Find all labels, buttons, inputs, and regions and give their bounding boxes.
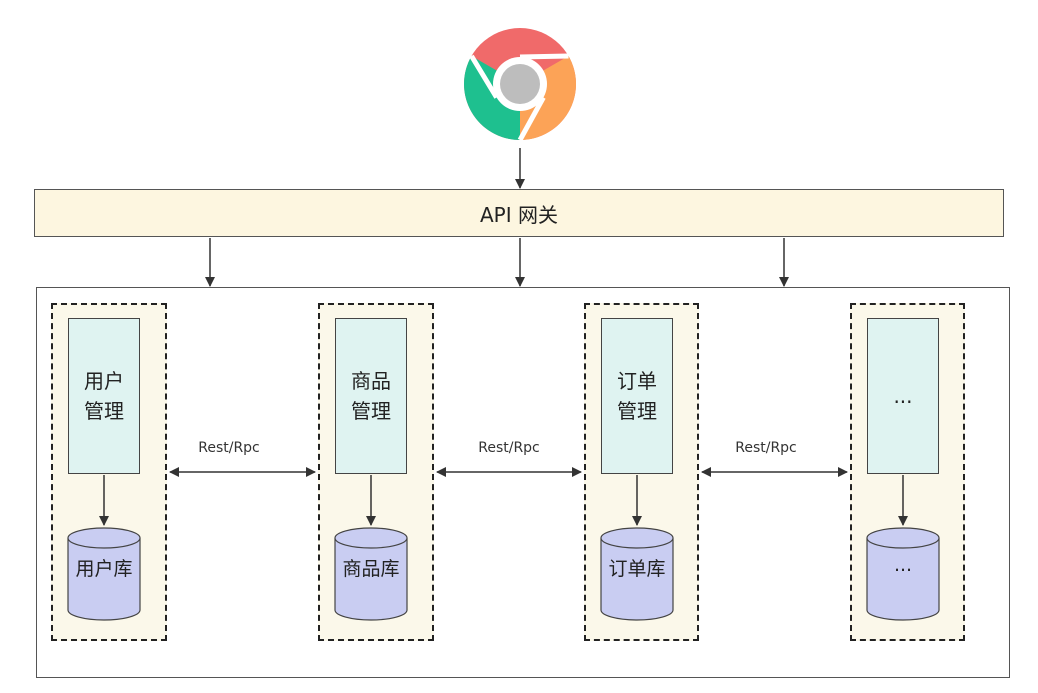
api-gateway: API 网关 [34,189,1004,237]
more-service: ... [867,318,939,474]
more-database [866,527,940,621]
product-service: 商品 管理 [335,318,407,474]
api-gateway-label: API 网关 [480,202,558,227]
product-database-label: 商品库 [342,558,400,580]
services-container [36,287,1010,678]
user-database-label: 用户库 [75,558,133,580]
rest-rpc-label-2: Rest/Rpc [478,440,540,456]
rest-rpc-label-3: Rest/Rpc [735,440,797,456]
user-database [67,527,141,621]
order-service: 订单 管理 [601,318,673,474]
order-database-label: 订单库 [608,558,666,580]
user-service: 用户 管理 [68,318,140,474]
product-database [334,527,408,621]
more-database-label: ... [893,554,913,576]
chrome-icon [463,28,577,142]
order-database [600,527,674,621]
rest-rpc-label-1: Rest/Rpc [198,440,260,456]
